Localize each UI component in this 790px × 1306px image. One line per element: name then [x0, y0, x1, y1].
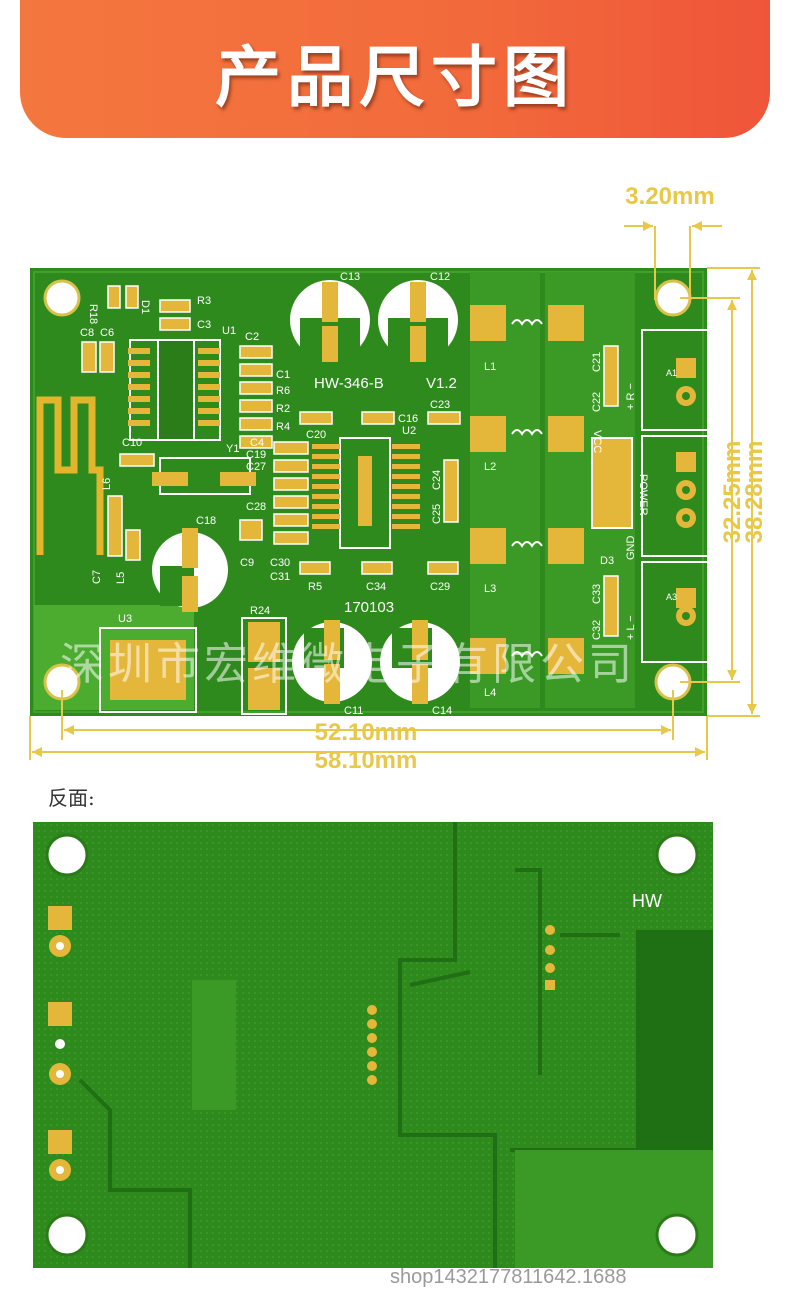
label-c8: C8	[80, 327, 94, 339]
label-r6: R6	[276, 385, 290, 397]
label-c25: C25	[431, 504, 443, 524]
label-u3: U3	[118, 613, 132, 625]
version-label: V1.2	[426, 375, 457, 392]
label-d1: D1	[139, 300, 151, 314]
label-c31: C31	[270, 571, 290, 583]
label-out-right: + R −	[625, 383, 637, 410]
label-c6: C6	[100, 327, 114, 339]
label-r24: R24	[250, 605, 270, 617]
label-c14: C14	[432, 705, 452, 717]
label-c27: C27	[246, 461, 266, 473]
label-c21: C21	[591, 352, 603, 372]
label-c24: C24	[431, 470, 443, 490]
antenna-trace	[36, 396, 104, 555]
label-c16: C16	[398, 413, 418, 425]
dimension-lines	[29, 225, 760, 760]
back-side-label: 反面:	[48, 786, 95, 810]
dim-width-holes: 52.10mm	[315, 719, 418, 746]
label-d3: D3	[600, 555, 614, 567]
dim-height-total: 38.28mm	[741, 441, 768, 544]
label-r5: R5	[308, 581, 322, 593]
label-c2: C2	[245, 331, 259, 343]
label-c10: C10	[122, 437, 142, 449]
front-pcb: HW-346-B V1.2 170103 R18 D1 R3 C3 U1 C2 …	[29, 183, 768, 774]
label-c11: C11	[344, 705, 363, 717]
label-r18: R18	[87, 304, 99, 324]
label-vcc: VCC	[591, 430, 603, 453]
label-l6: L6	[101, 478, 113, 490]
label-c20: C20	[306, 429, 326, 441]
label-l2: L2	[484, 461, 496, 473]
label-c7: C7	[91, 570, 103, 584]
label-u2: U2	[402, 425, 416, 437]
back-mount-hole	[655, 1213, 699, 1257]
company-watermark: 深圳市宏维微电子有限公司	[60, 639, 636, 690]
label-c29: C29	[430, 581, 450, 593]
back-pcb: HW	[33, 822, 713, 1268]
label-c4: C4	[250, 437, 264, 449]
dim-height-holes: 32.25mm	[719, 441, 746, 544]
label-y1: Y1	[226, 443, 239, 455]
label-c19: C19	[246, 449, 266, 461]
label-u1: U1	[222, 325, 236, 337]
label-r4: R4	[276, 421, 290, 433]
page-title: 产品尺寸图	[215, 39, 575, 116]
shop-watermark: shop1432177811642.1688	[390, 1266, 627, 1288]
label-c13: C13	[340, 271, 360, 283]
label-c30: C30	[270, 557, 290, 569]
mount-hole	[43, 279, 81, 317]
label-power: POWER	[637, 474, 649, 516]
label-c9: C9	[240, 557, 254, 569]
label-c32: C32	[591, 620, 603, 640]
label-c22: C22	[591, 392, 603, 412]
label-l5: L5	[115, 572, 127, 584]
label-l1: L1	[484, 361, 496, 373]
label-c28: C28	[246, 501, 266, 513]
label-c34: C34	[366, 581, 386, 593]
back-mount-hole	[45, 1213, 89, 1257]
date-code: 170103	[344, 599, 394, 616]
label-out-left: + L −	[625, 615, 637, 640]
label-r2: R2	[276, 403, 290, 415]
label-a1: A1	[666, 368, 677, 378]
dim-width-total: 58.10mm	[315, 747, 418, 774]
label-c23: C23	[430, 399, 450, 411]
label-c12: C12	[430, 271, 450, 283]
dim-hole-offset: 3.20mm	[625, 183, 714, 210]
label-a3: A3	[666, 592, 677, 602]
label-c33: C33	[591, 584, 603, 604]
label-l3: L3	[484, 583, 496, 595]
title-banner: 产品尺寸图	[20, 0, 770, 138]
back-mount-hole	[45, 833, 89, 877]
label-c1: C1	[276, 369, 290, 381]
label-c18: C18	[196, 515, 216, 527]
back-board-text: HW	[632, 891, 662, 911]
model-label: HW-346-B	[314, 375, 384, 392]
label-gnd: GND	[625, 536, 637, 561]
label-c3: C3	[197, 319, 211, 331]
back-mount-hole	[655, 833, 699, 877]
label-r3: R3	[197, 295, 211, 307]
label-l4: L4	[484, 687, 496, 699]
